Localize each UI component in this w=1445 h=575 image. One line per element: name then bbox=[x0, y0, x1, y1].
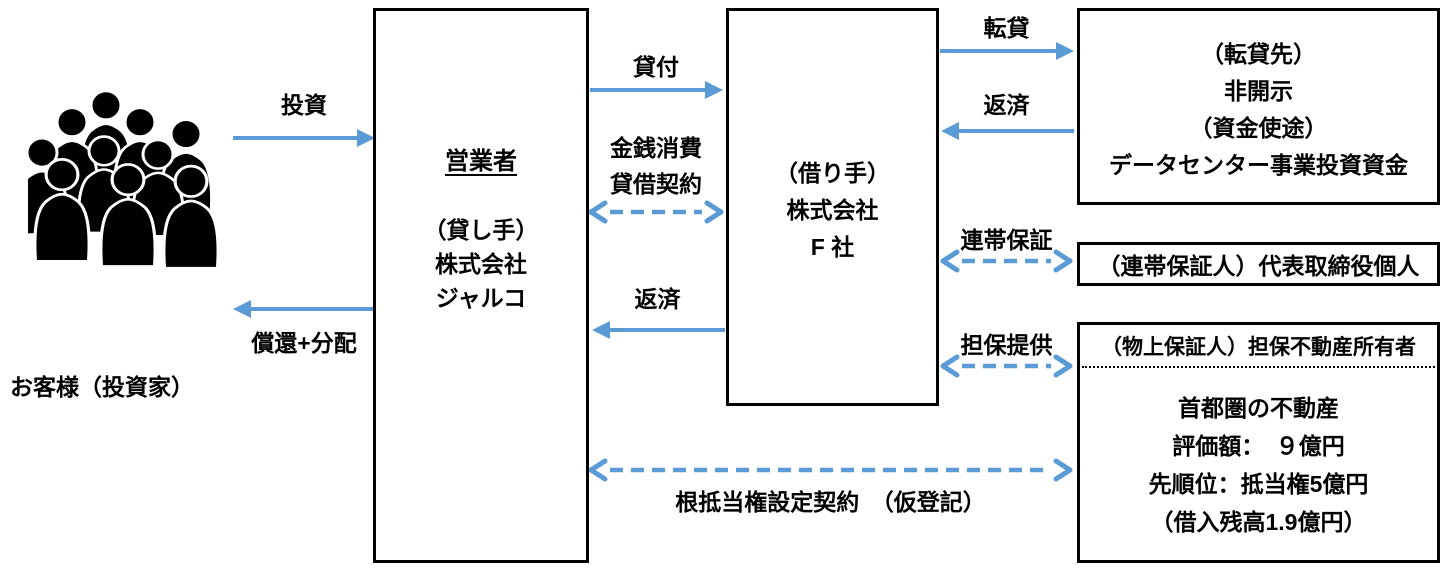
operator-line-name: ジャルコ bbox=[435, 285, 527, 311]
operator-box: 営業者 （貸し手） 株式会社 ジャルコ bbox=[373, 8, 589, 563]
operator-lines: （貸し手） 株式会社 ジャルコ bbox=[376, 213, 586, 315]
collateral-provider-header: （物上保証人）担保不動産所有者 bbox=[1101, 336, 1416, 359]
invest-label: 投資 bbox=[281, 92, 327, 118]
sublessee-line-role: （転貸先） bbox=[1201, 41, 1316, 67]
loan-label: 貸付 bbox=[633, 54, 679, 80]
borrower-box: （借り手） 株式会社 F 社 bbox=[726, 8, 939, 406]
sublessee-lines: （転貸先） 非開示 （資金使途） データセンター事業投資資金 bbox=[1080, 36, 1437, 184]
collateral-line-senior-lien: 先順位：抵当権5億円 bbox=[1148, 471, 1369, 497]
collateral-line-property: 首都圏の不動産 bbox=[1178, 395, 1339, 421]
loan-contract-arrow bbox=[588, 200, 724, 224]
mortgage-contract-label: 根抵当権設定契約 （仮登記） bbox=[675, 489, 986, 515]
operator-line-company: 株式会社 bbox=[435, 251, 527, 277]
sublease-arrow bbox=[940, 42, 1074, 60]
collateral-provide-label: 担保提供 bbox=[960, 332, 1053, 358]
borrower-line-role: （借り手） bbox=[775, 160, 890, 186]
loan-arrow bbox=[590, 81, 723, 99]
repay-center-label: 返済 bbox=[634, 286, 681, 312]
investors-label: お客様（投資家） bbox=[10, 374, 194, 400]
repay-right-arrow bbox=[941, 122, 1074, 140]
collateral-provider-box: （物上保証人）担保不動産所有者 首都圏の不動産 評価額： ９億円 先順位：抵当権… bbox=[1077, 322, 1440, 563]
collateral-divider bbox=[1082, 366, 1435, 368]
loan-contract-line1: 金銭消費 bbox=[610, 135, 702, 161]
repay-right-label: 返済 bbox=[983, 92, 1030, 118]
collateral-line-valuation: 評価額： ９億円 bbox=[1172, 433, 1345, 459]
borrower-line-company: 株式会社 bbox=[786, 197, 879, 223]
guarantor-box: （連帯保証人）代表取締役個人 bbox=[1077, 242, 1440, 286]
collateral-provide-arrow bbox=[940, 354, 1073, 378]
sublessee-line-disclosure: 非開示 bbox=[1224, 78, 1293, 104]
joint-guarantee-label: 連帯保証 bbox=[960, 227, 1053, 253]
crowd-icon bbox=[14, 80, 223, 275]
loan-contract-label: 金銭消費 貸借契約 bbox=[585, 130, 727, 202]
sublessee-line-use: データセンター事業投資資金 bbox=[1109, 152, 1408, 178]
mortgage-contract-arrow bbox=[588, 458, 1073, 482]
operator-title: 営業者 bbox=[445, 148, 517, 175]
collateral-line-balance: （借入残高1.9億円） bbox=[1150, 509, 1367, 535]
repay-center-arrow bbox=[592, 321, 725, 339]
borrower-line-name: F 社 bbox=[810, 234, 855, 260]
borrower-lines: （借り手） 株式会社 F 社 bbox=[729, 155, 936, 266]
loan-contract-line2: 貸借契約 bbox=[610, 171, 702, 197]
guarantor-label: （連帯保証人）代表取締役個人 bbox=[1097, 253, 1420, 279]
redemption-arrow bbox=[233, 300, 375, 318]
redemption-label: 償還+分配 bbox=[251, 330, 357, 356]
collateral-provider-lines: 首都圏の不動産 評価額： ９億円 先順位：抵当権5億円 （借入残高1.9億円） bbox=[1080, 389, 1437, 541]
sublessee-box: （転貸先） 非開示 （資金使途） データセンター事業投資資金 bbox=[1077, 8, 1440, 205]
sublessee-line-use-header: （資金使途） bbox=[1189, 115, 1328, 141]
operator-line-role: （貸し手） bbox=[423, 217, 539, 243]
invest-arrow bbox=[233, 129, 375, 147]
sublease-label: 転貸 bbox=[983, 15, 1030, 41]
joint-guarantee-arrow bbox=[940, 249, 1073, 273]
